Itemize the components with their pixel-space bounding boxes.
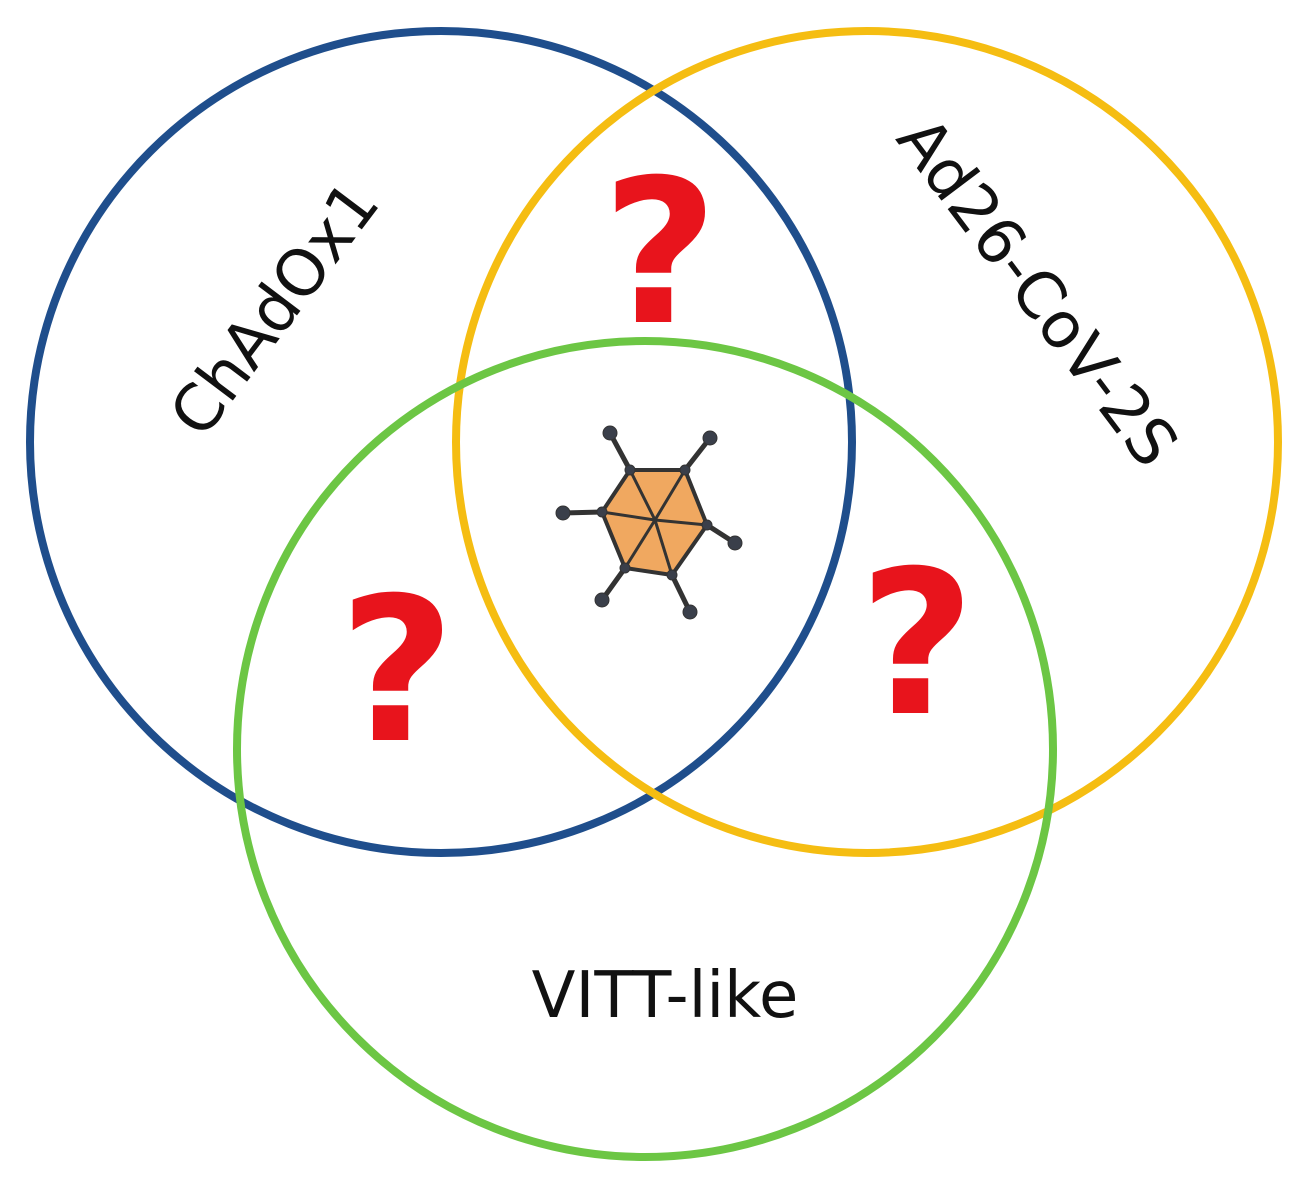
question-mark-chadox1-vitt: ? [339,555,455,788]
label-ad26: Ad26-CoV-2S [882,104,1192,481]
circle-vitt [233,337,1057,1161]
label-vitt: VITT-like [532,959,799,1033]
circle-chadox1 [26,27,856,857]
adenovirus-capsid-icon [555,425,743,620]
label-chadox1: ChAdOx1 [156,168,394,450]
question-mark-chadox1-ad26: ? [602,137,718,370]
question-mark-ad26-vitt: ? [859,528,975,761]
circle-ad26 [452,27,1282,857]
